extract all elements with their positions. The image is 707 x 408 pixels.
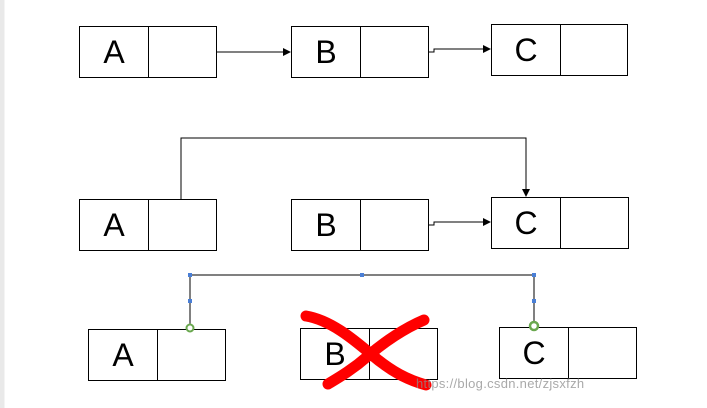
row1-node-a-data: A	[80, 27, 149, 77]
row2-node-a-data: A	[80, 200, 149, 250]
connector-handle-left-mid[interactable]	[188, 299, 192, 303]
row2-node-a: A	[79, 199, 217, 251]
row1-node-c: C	[491, 24, 628, 76]
row1-node-a: A	[79, 26, 217, 78]
row2-arrow-b-c	[429, 218, 491, 226]
row1-node-c-data: C	[492, 25, 561, 75]
connector-handle-top-right[interactable]	[532, 273, 536, 277]
connector-handle-top-left[interactable]	[188, 273, 192, 277]
row1-node-b: B	[291, 26, 429, 78]
row3-node-a-data: A	[89, 330, 158, 380]
row3-selected-connector[interactable]	[189, 274, 535, 328]
left-border-inner	[4, 0, 5, 408]
connector-anchor-start[interactable]	[185, 323, 195, 333]
row3-node-a: A	[88, 329, 226, 381]
row2-node-b: B	[291, 199, 429, 251]
row2-arrow-a-c	[180, 137, 530, 199]
watermark-text: https://blog.csdn.net/zjsxfzh	[416, 376, 585, 391]
row2-node-c-data: C	[492, 198, 561, 248]
row2-node-b-data: B	[292, 200, 361, 250]
connector-handle-right-mid[interactable]	[532, 299, 536, 303]
row3-node-c: C	[499, 327, 637, 379]
row3-node-c-data: C	[500, 328, 569, 378]
left-border	[0, 0, 4, 408]
row1-arrow-b-c	[429, 45, 491, 53]
row2-node-c: C	[491, 197, 629, 249]
red-cross-stroke-2	[322, 314, 430, 390]
row1-node-b-data: B	[292, 27, 361, 77]
connector-handle-top-mid[interactable]	[360, 273, 364, 277]
connector-anchor-end[interactable]	[528, 320, 540, 332]
